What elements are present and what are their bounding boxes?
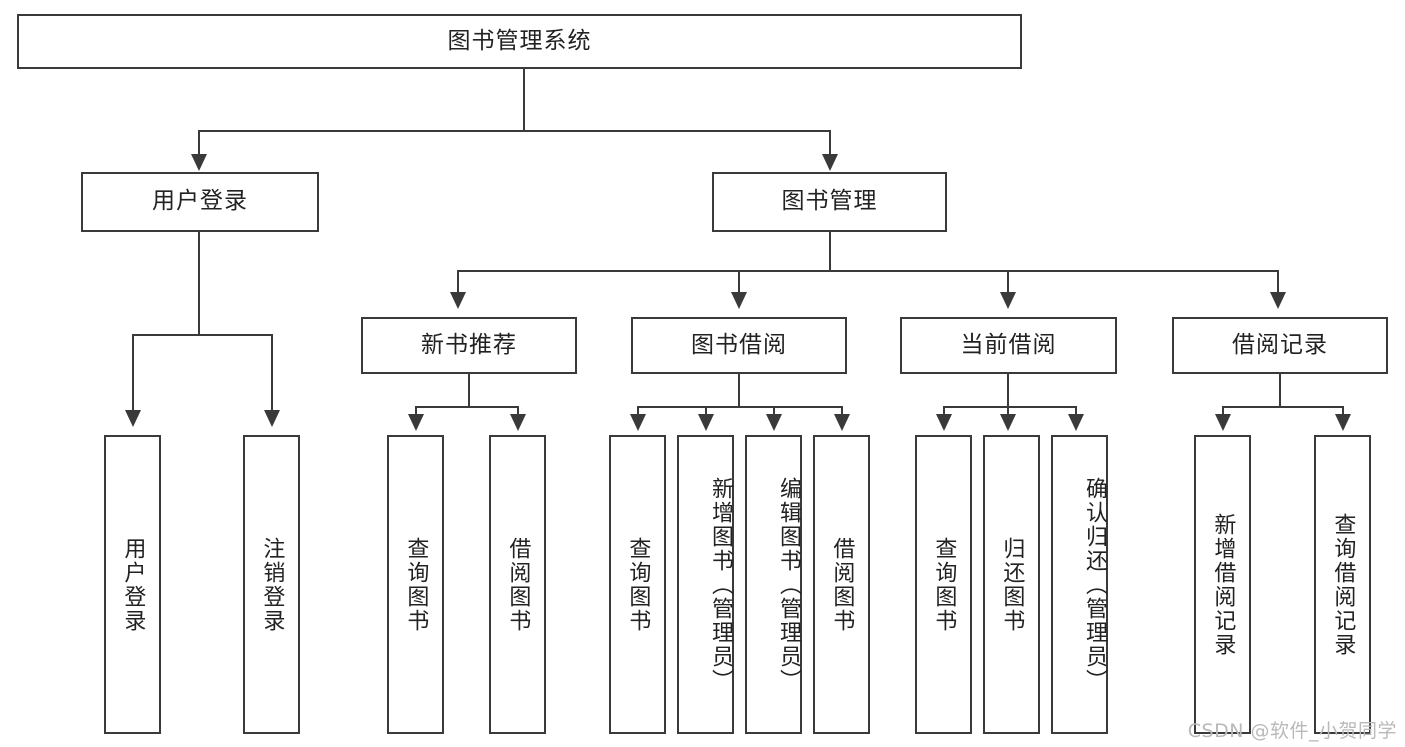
connector-drop-level3 [1007,270,1009,296]
arrow-down-icon [264,410,280,427]
connector-drop-leaf [271,334,273,414]
connector-drop-book-mgmt [829,130,831,158]
connector-drop-leaf [517,406,519,418]
node-label: 查询图书 [625,536,651,633]
node-current-borrow[interactable]: 当前借阅 [900,317,1117,374]
leaf-current-return-book[interactable]: 归还图书 [983,435,1040,734]
connector-current-bus [943,406,1076,408]
connector-drop-leaf [1007,406,1009,418]
node-label: 图书借阅 [691,331,787,358]
connector-drop-level3 [1277,270,1279,296]
arrow-down-icon [1000,414,1016,431]
connector-drop-leaf [1342,406,1344,418]
arrow-down-icon [698,414,714,431]
connector-drop-user-login [198,130,200,158]
arrow-down-icon [936,414,952,431]
connector-current-stem [1007,374,1009,408]
leaf-record-add-record[interactable]: 新增借阅记录 [1194,435,1251,734]
connector-drop-leaf [943,406,945,418]
arrow-down-icon [408,414,424,431]
node-label: 确认归还（管理员） [1082,476,1107,693]
connector-drop-leaf [705,406,707,418]
connector-drop-leaf [132,334,134,414]
connector-drop-leaf [637,406,639,418]
node-label: 图书管理系统 [447,27,592,54]
node-label: 借阅图书 [829,536,855,633]
node-label: 借阅记录 [1232,331,1328,358]
arrow-down-icon [630,414,646,431]
connector-drop-leaf [415,406,417,418]
arrow-down-icon [731,292,747,309]
connector-root-stem [523,69,525,131]
arrow-down-icon [1000,292,1016,309]
leaf-current-query-book[interactable]: 查询图书 [915,435,972,734]
leaf-borrow-edit-book[interactable]: 编辑图书（管理员） [745,435,802,734]
leaf-recommend-borrow-book[interactable]: 借阅图书 [489,435,546,734]
node-label: 用户登录 [152,188,248,215]
leaf-borrow-query-book[interactable]: 查询图书 [609,435,666,734]
node-borrow-record[interactable]: 借阅记录 [1172,317,1388,374]
arrow-down-icon [510,414,526,431]
connector-user-login-stem [198,232,200,336]
node-book-borrow[interactable]: 图书借阅 [631,317,847,374]
connector-drop-level3 [738,270,740,296]
node-label: 查询图书 [403,536,429,633]
watermark-text: CSDN @软件_小贺同学 [1187,720,1397,742]
arrow-down-icon [766,414,782,431]
leaf-borrow-borrow-book[interactable]: 借阅图书 [813,435,870,734]
node-label: 新增图书（管理员） [708,476,733,693]
connector-book-mgmt-stem [829,232,831,272]
connector-drop-level3 [457,270,459,296]
connector-book-mgmt-bus [457,270,1279,272]
node-new-book-recommend[interactable]: 新书推荐 [361,317,577,374]
node-label: 归还图书 [999,536,1025,633]
arrow-down-icon [822,154,838,171]
node-label: 借阅图书 [505,536,531,633]
leaf-user-login-login[interactable]: 用户登录 [104,435,161,734]
arrow-down-icon [191,154,207,171]
node-label: 新增借阅记录 [1210,512,1236,657]
node-label: 查询借阅记录 [1330,512,1356,657]
connector-drop-leaf [841,406,843,418]
connector-borrow-stem [738,374,740,408]
arrow-down-icon [1068,414,1084,431]
connector-user-login-bus [132,334,272,336]
node-label: 编辑图书（管理员） [776,476,801,693]
arrow-down-icon [1270,292,1286,309]
connector-recommend-stem [468,374,470,408]
node-label: 查询图书 [931,536,957,633]
leaf-user-login-logout[interactable]: 注销登录 [243,435,300,734]
node-user-login[interactable]: 用户登录 [81,172,319,232]
connector-drop-leaf [773,406,775,418]
arrow-down-icon [1215,414,1231,431]
node-root-system[interactable]: 图书管理系统 [17,14,1022,69]
arrow-down-icon [125,410,141,427]
connector-record-stem [1279,374,1281,408]
leaf-current-confirm-return[interactable]: 确认归还（管理员） [1051,435,1108,734]
arrow-down-icon [834,414,850,431]
connector-borrow-bus [637,406,843,408]
connector-record-bus [1222,406,1343,408]
leaf-borrow-add-book[interactable]: 新增图书（管理员） [677,435,734,734]
node-label: 当前借阅 [960,331,1057,358]
node-label: 用户登录 [120,536,146,633]
node-label: 注销登录 [259,536,285,633]
arrow-down-icon [450,292,466,309]
arrow-down-icon [1335,414,1351,431]
connector-drop-leaf [1222,406,1224,418]
connector-drop-leaf [1075,406,1077,418]
node-label: 新书推荐 [421,331,517,358]
node-book-management[interactable]: 图书管理 [712,172,947,232]
leaf-record-query-record[interactable]: 查询借阅记录 [1314,435,1371,734]
node-label: 图书管理 [781,188,878,215]
connector-recommend-bus [415,406,519,408]
connector-root-bus [198,130,831,132]
leaf-recommend-query-book[interactable]: 查询图书 [387,435,444,734]
